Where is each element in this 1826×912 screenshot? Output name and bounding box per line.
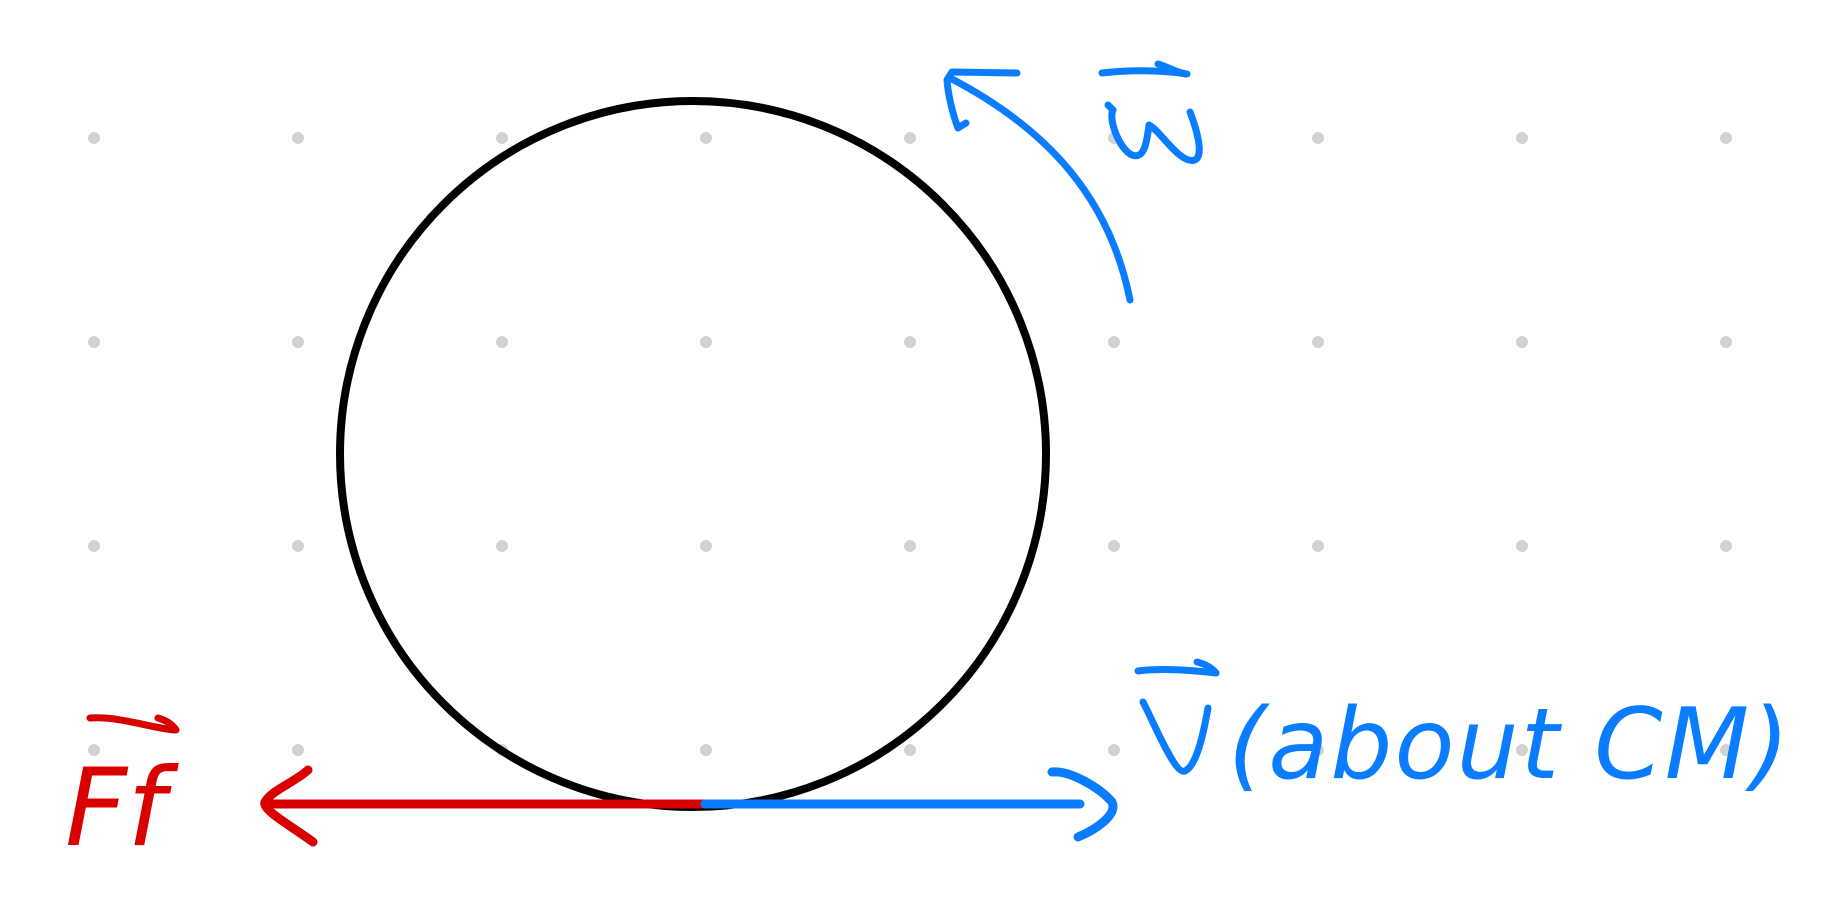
- grid-dot: [904, 744, 916, 756]
- grid-dot: [496, 132, 508, 144]
- grid-dot: [700, 336, 712, 348]
- grid-dot: [88, 744, 100, 756]
- omega-arrow: [943, 68, 1134, 304]
- grid-dot: [1312, 540, 1324, 552]
- grid-dot: [700, 744, 712, 756]
- grid-dot: [904, 336, 916, 348]
- grid-dot: [1516, 336, 1528, 348]
- grid-dot: [1312, 744, 1324, 756]
- grid-dot: [292, 744, 304, 756]
- grid-dot: [1720, 336, 1732, 348]
- grid-dot: [700, 540, 712, 552]
- omega-symbol: [1098, 60, 1203, 164]
- grid-dot: [1108, 744, 1120, 756]
- grid-dot: [1312, 336, 1324, 348]
- velocity-arrow: [700, 767, 1118, 842]
- grid-dot: [292, 132, 304, 144]
- wheel-circle: [336, 97, 1050, 811]
- grid-dot: [88, 336, 100, 348]
- grid-dot: [1720, 744, 1732, 756]
- grid-dot: [1312, 132, 1324, 144]
- grid-dot: [292, 336, 304, 348]
- grid-dot: [1516, 744, 1528, 756]
- grid-dot: [904, 540, 916, 552]
- grid-dot: [1516, 132, 1528, 144]
- grid-dot: [700, 132, 712, 144]
- grid-dot: [1108, 540, 1120, 552]
- dot-grid: [88, 132, 1732, 756]
- grid-dot: [1516, 540, 1528, 552]
- grid-dot: [88, 132, 100, 144]
- grid-dot: [496, 336, 508, 348]
- friction-vector-symbol: [86, 714, 180, 734]
- grid-dot: [904, 132, 916, 144]
- grid-dot: [496, 540, 508, 552]
- velocity-vector-symbol: [1134, 658, 1220, 775]
- grid-dot: [88, 540, 100, 552]
- friction-label: Ff: [65, 746, 179, 871]
- grid-dot: [292, 540, 304, 552]
- grid-dot: [1720, 540, 1732, 552]
- velocity-note-label: (about CM): [1228, 688, 1791, 802]
- grid-dot: [1108, 336, 1120, 348]
- friction-arrow: [260, 765, 715, 847]
- grid-dot: [1720, 132, 1732, 144]
